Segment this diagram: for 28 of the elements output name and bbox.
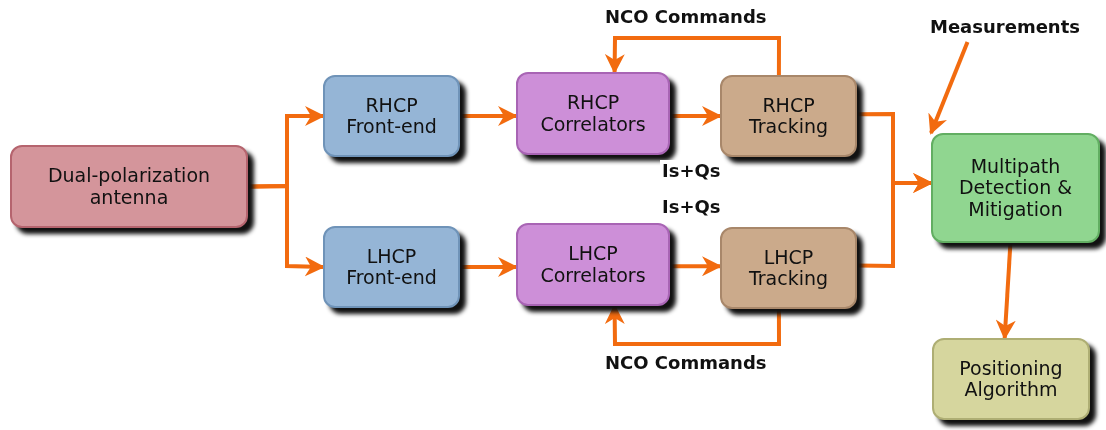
arrow bbox=[460, 106, 518, 126]
box-label: RHCP Tracking bbox=[747, 94, 830, 138]
box-label: Multipath Detection & Mitigation bbox=[957, 156, 1074, 220]
box-label: RHCP Correlators bbox=[539, 92, 647, 135]
process-box bbox=[932, 338, 1090, 420]
arrow bbox=[604, 36, 781, 75]
process-box bbox=[931, 133, 1100, 243]
arrow bbox=[247, 183, 325, 277]
box-label: LHCP Correlators bbox=[539, 243, 647, 286]
box-label: LHCP Front-end bbox=[345, 245, 438, 289]
arrow bbox=[670, 106, 722, 126]
box-label: Positioning Algorithm bbox=[958, 357, 1064, 401]
process-box bbox=[516, 72, 670, 155]
process-box bbox=[516, 223, 670, 306]
box-label: LHCP Tracking bbox=[747, 246, 830, 290]
process-box bbox=[10, 145, 248, 228]
box-label: RHCP Front-end bbox=[345, 94, 438, 138]
arrow bbox=[460, 257, 518, 277]
arrow bbox=[670, 256, 722, 277]
arrow bbox=[604, 304, 781, 346]
process-box bbox=[323, 75, 460, 157]
box-label: Dual-polarization antenna bbox=[46, 165, 212, 208]
process-box bbox=[323, 226, 460, 308]
arrow bbox=[928, 41, 970, 135]
process-box bbox=[720, 227, 857, 309]
arrow bbox=[995, 242, 1016, 340]
process-box bbox=[720, 75, 857, 157]
annotation-text: Measurements bbox=[930, 16, 1080, 37]
